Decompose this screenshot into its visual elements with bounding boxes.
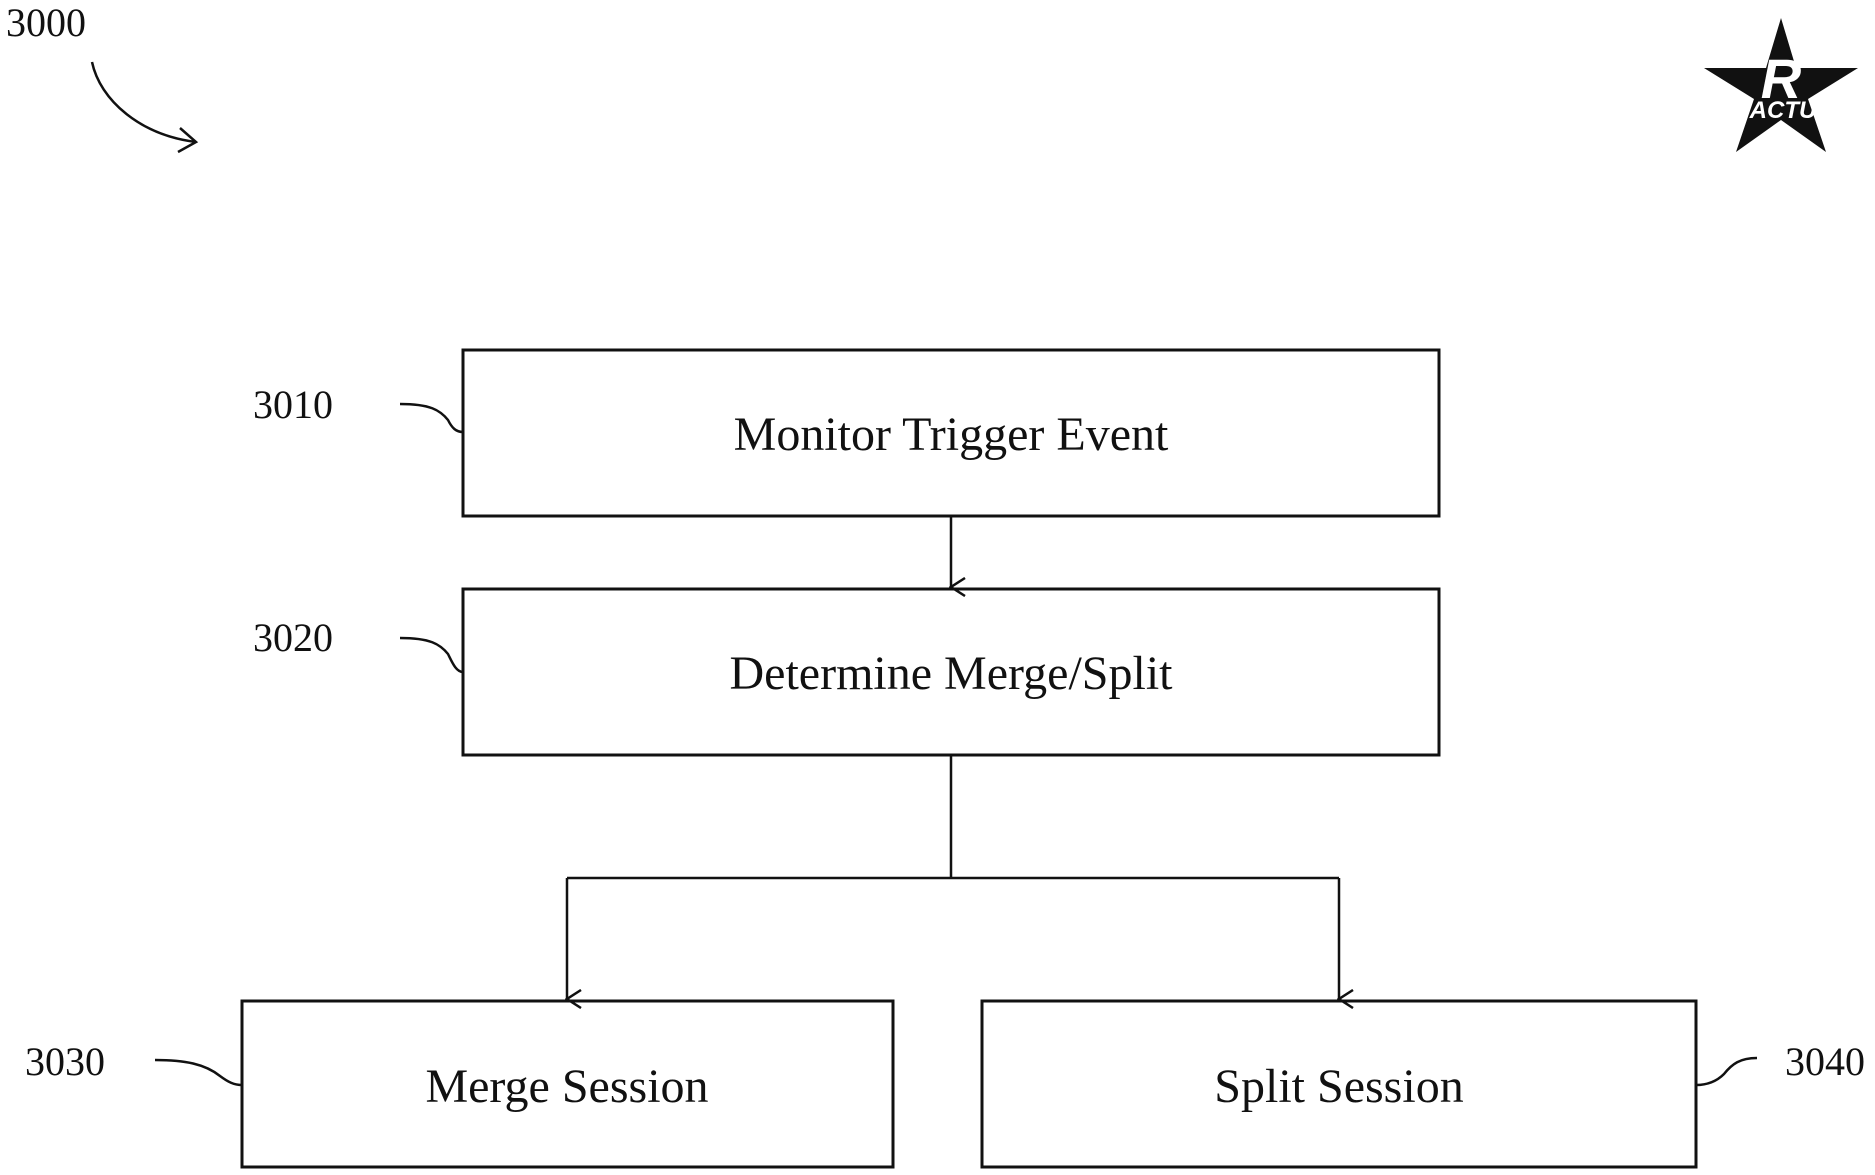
figure-ref-arrowhead [177,127,199,154]
node-ref-3030: 3030 [25,1039,105,1084]
node-ref-3020: 3020 [253,615,333,660]
node-ref-leader-3020 [399,636,464,674]
node-label: Split Session [1214,1060,1463,1113]
logo-letter: R [1761,47,1802,110]
logo-text: ACTU [1749,97,1817,124]
node-determine-merge-split: Determine Merge/Split [461,587,1441,757]
figure-ref-label: 3000 [6,0,86,45]
node-monitor-trigger-event: Monitor Trigger Event [461,348,1441,518]
node-label: Merge Session [425,1060,708,1113]
node-ref-leader-3040 [1695,1056,1758,1087]
node-merge-session: Merge Session [240,999,895,1169]
node-split-session: Split Session [980,999,1698,1169]
node-ref-leader-3030 [154,1058,243,1087]
node-ref-3040: 3040 [1785,1039,1865,1084]
node-ref-3010: 3010 [253,382,333,427]
node-label: Determine Merge/Split [729,647,1173,700]
node-ref-leader-3010 [399,402,464,434]
node-label: Monitor Trigger Event [734,408,1169,461]
figure-ref-arrow [90,61,197,144]
star-logo-icon: R ACTU [1704,18,1858,152]
